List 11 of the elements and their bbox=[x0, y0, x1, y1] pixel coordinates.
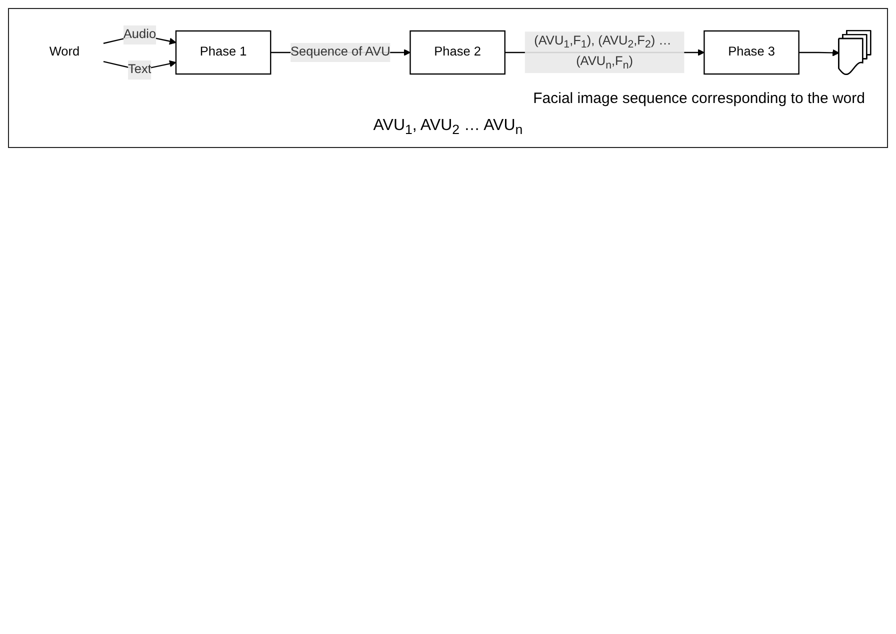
edge-note: AVU$_{1}$, AVU$_{2}$ … AVU$_{n}$ bbox=[373, 116, 523, 138]
image-caption: Facial image sequence corresponding to the word bbox=[533, 90, 865, 107]
node-box: Phase 3 bbox=[704, 30, 800, 75]
node-text: Word bbox=[49, 45, 80, 59]
node-box: Phase 2 bbox=[410, 30, 506, 75]
edge-label: Audio bbox=[123, 28, 156, 42]
edge-label: Text bbox=[128, 62, 152, 76]
node-box: Phase 1 bbox=[175, 30, 272, 75]
edge-label: Sequence of AVU bbox=[290, 45, 390, 59]
edge-label: (AVU$_{1}$,F$_{1}$), (AVU$_{2}$,F$_{2}$) … (AVU$_{n}$,F$_{n}$) bbox=[534, 34, 672, 71]
arrow bbox=[798, 49, 840, 56]
